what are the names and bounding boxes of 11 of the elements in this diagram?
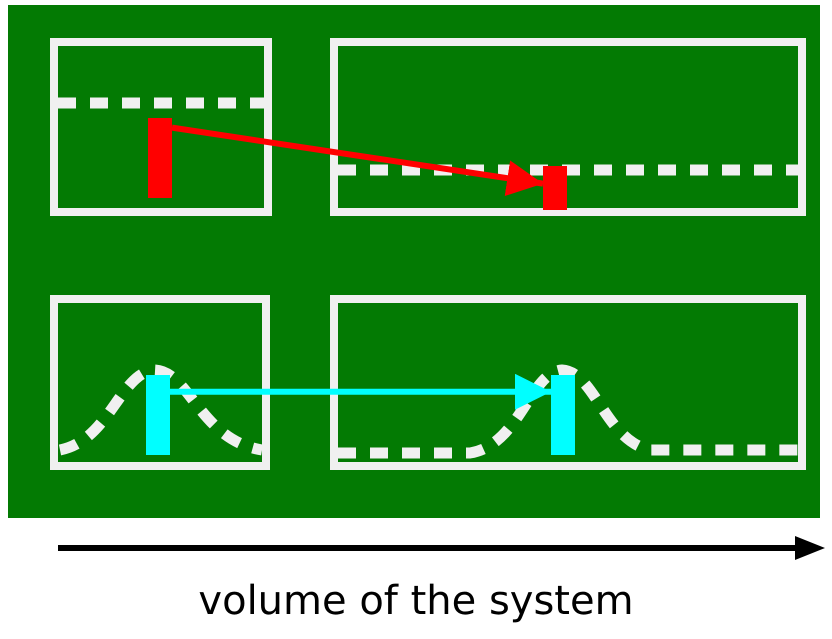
bar [551, 375, 575, 455]
arrow [170, 374, 551, 410]
panel-frame [50, 295, 270, 470]
panel-frame [50, 38, 272, 216]
bar [146, 375, 170, 455]
panel-frame [330, 38, 806, 216]
bar [148, 118, 172, 198]
arrow [172, 124, 544, 196]
bar [543, 166, 567, 210]
axis-label: volume of the system [197, 578, 635, 624]
panel-frame [330, 295, 806, 470]
